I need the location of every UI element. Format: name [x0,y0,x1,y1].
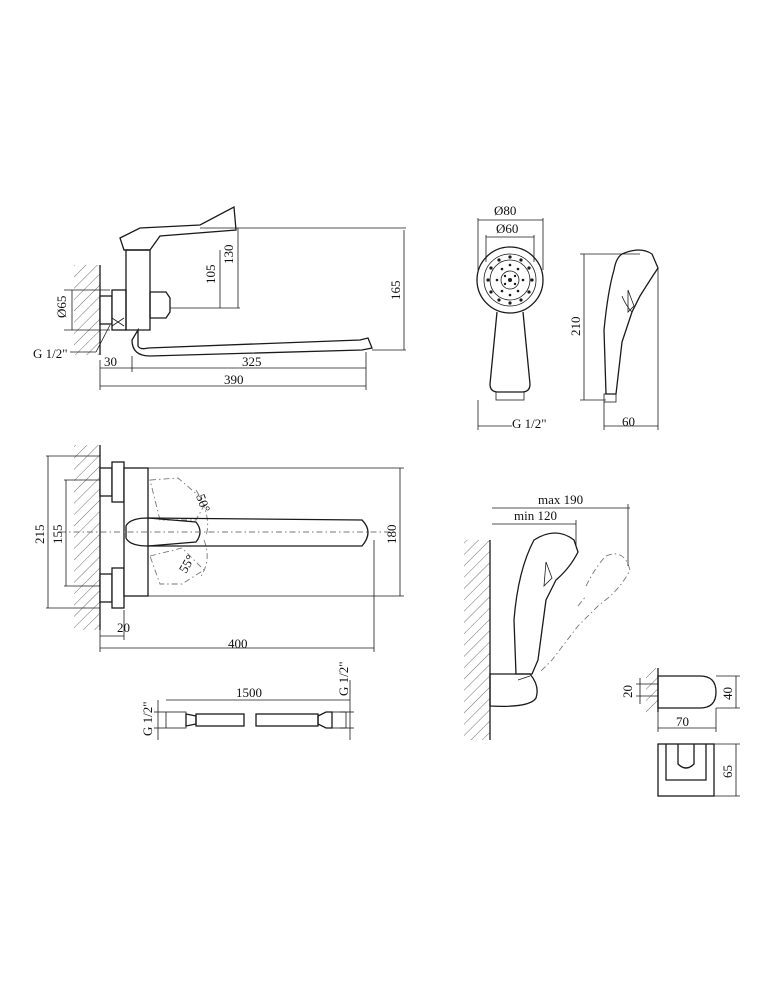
dim-155: 155 [50,525,65,545]
dim-65-holder: 65 [720,765,735,778]
dim-phi80: Ø80 [494,203,516,218]
wall-hatch-4 [646,668,658,712]
angle-55: 55° [176,552,198,575]
dim-180: 180 [384,525,399,545]
dim-390: 390 [224,372,244,387]
dim-phi65: Ø65 [54,296,69,318]
mixer-side-view [64,205,406,390]
dim-phi60: Ø60 [496,221,518,236]
wall-hatch [74,265,100,355]
dim-400: 400 [228,636,248,651]
dim-215: 215 [32,525,47,545]
shower-head-side [580,249,659,430]
dim-165: 165 [388,281,403,301]
hose [154,680,354,740]
dim-min-120: min 120 [514,508,557,523]
dim-30: 30 [104,354,117,369]
shower-head-front [476,218,544,430]
angle-50: 50° [193,492,213,514]
dim-70: 70 [676,714,689,729]
dim-325: 325 [242,354,262,369]
dim-130: 130 [221,245,236,265]
dim-60: 60 [622,414,635,429]
mixer-top-view [46,445,404,652]
dim-g12-hose-right: G 1/2" [336,661,351,696]
dim-g12-hose-left: G 1/2" [140,701,155,736]
wall-hatch-2 [74,445,100,630]
mounted-shower-view [464,504,631,740]
dim-20-top: 20 [117,620,130,635]
dim-105: 105 [203,265,218,285]
wall-hatch-3 [464,540,490,740]
dim-20-holder: 20 [620,685,635,698]
dim-210: 210 [568,317,583,337]
dim-1500: 1500 [236,685,262,700]
holder-detail [636,668,740,797]
dim-g12-head: G 1/2" [512,416,547,431]
dim-max-190: max 190 [538,492,583,507]
dim-g12-mixer: G 1/2" [33,346,68,361]
dim-40: 40 [720,687,735,700]
